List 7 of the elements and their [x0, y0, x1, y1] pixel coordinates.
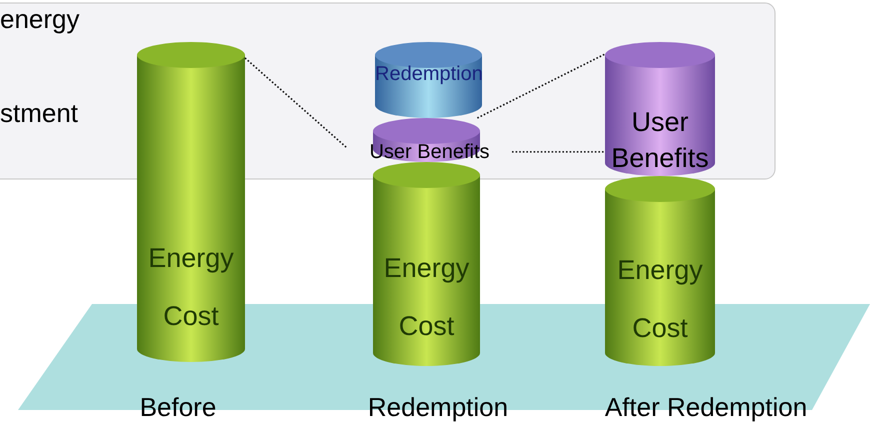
panel-label: energy: [0, 4, 80, 35]
column-label: Before: [140, 392, 216, 423]
column-label: After Redemption: [604, 392, 808, 423]
dotted-line: [512, 151, 605, 153]
panel-label: stment: [0, 98, 78, 129]
column-label: Redemption: [368, 392, 508, 423]
dotted-line: [477, 53, 606, 119]
